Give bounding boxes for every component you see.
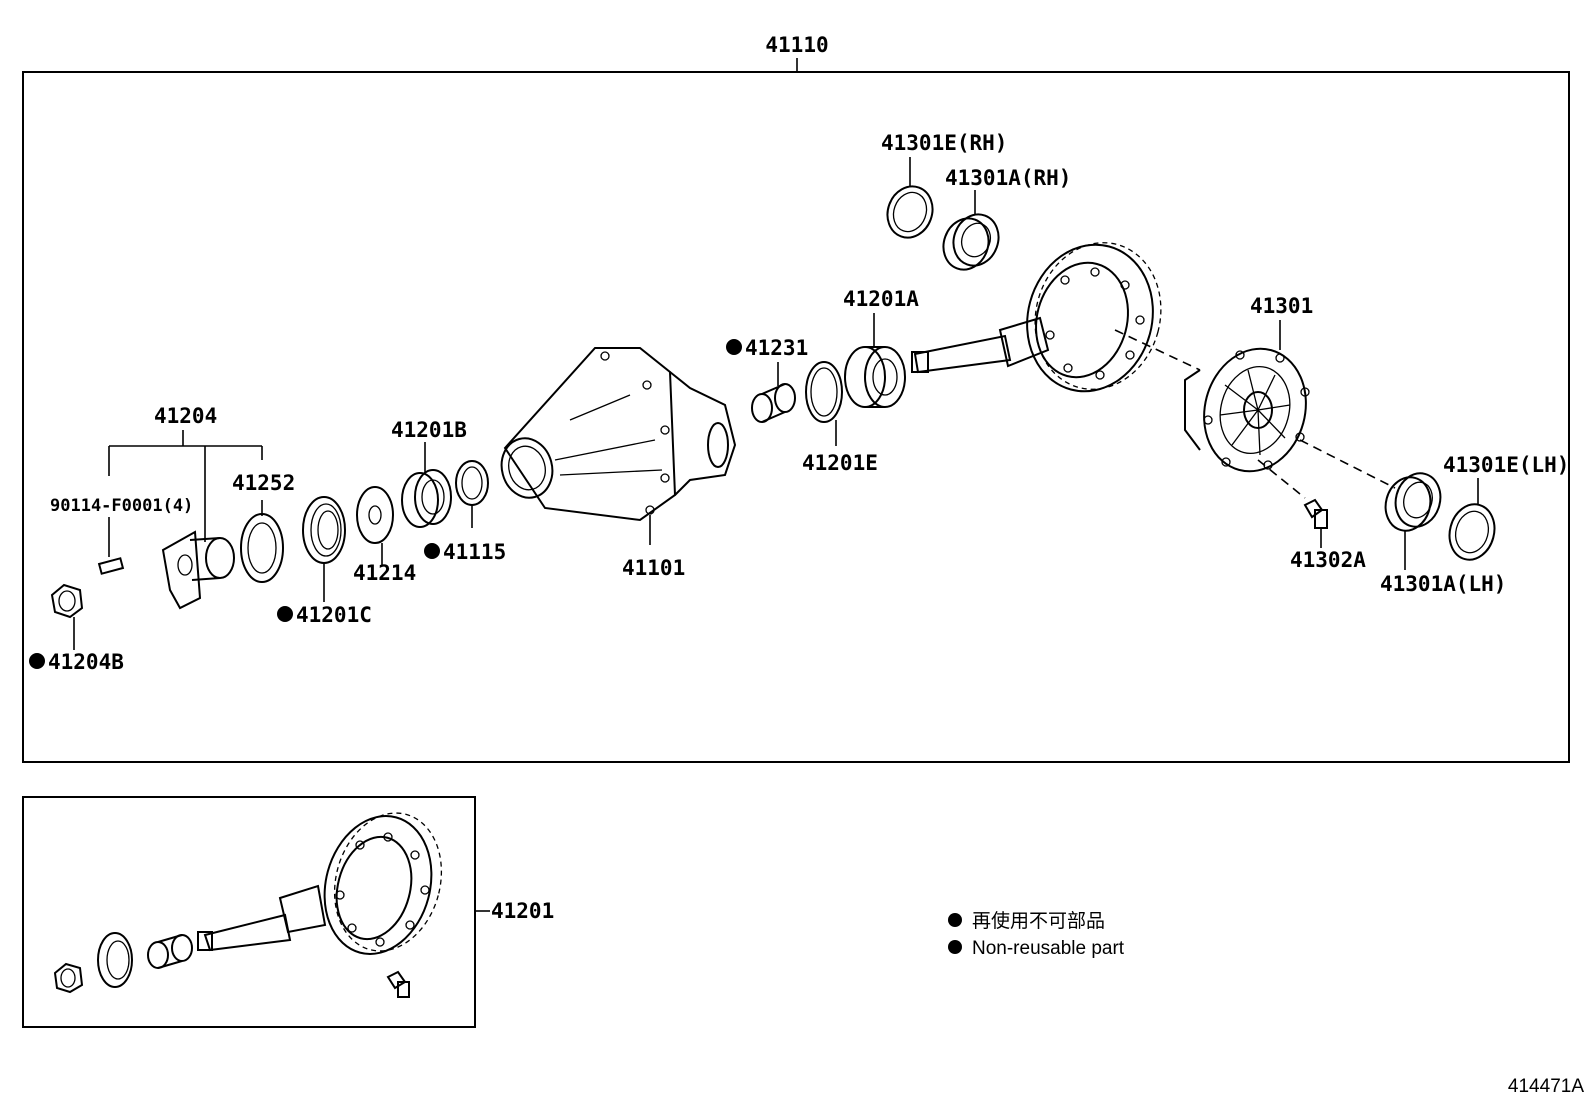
label-41101[interactable]: 41101 [622,556,685,580]
label-41231[interactable]: 41231 [745,336,808,360]
oil-seal-41115[interactable] [455,460,489,506]
label-41201A[interactable]: 41201A [843,287,919,311]
label-41201B[interactable]: 41201B [391,418,467,442]
race-41301E-lh[interactable] [1444,499,1501,564]
label-90114-F0001[interactable]: 90114-F0001(4) [50,496,193,516]
bearing-41301A-rh[interactable] [936,208,1005,276]
label-41301E-rh[interactable]: 41301E(RH) [881,131,1007,155]
legend-text-en: Non-reusable part [972,938,1125,959]
companion-flange-41204[interactable] [161,530,235,610]
stud-90114[interactable] [97,557,125,575]
non-reusable-marker [277,606,293,622]
label-41204B[interactable]: 41204B [48,650,124,674]
shim-41201E[interactable] [805,361,843,423]
ring-gear-pinion-set[interactable] [197,801,456,966]
differential-case-41301[interactable] [1184,337,1319,483]
label-41301A-rh[interactable]: 41301A(RH) [945,166,1071,190]
bearing-41201A[interactable] [844,346,906,408]
legend-marker-1 [948,913,962,927]
deflector-41252[interactable] [240,513,284,583]
label-41252[interactable]: 41252 [232,471,295,495]
bearing-41201B[interactable] [401,469,452,528]
label-41301E-lh[interactable]: 41301E(LH) [1443,453,1569,477]
bolt-small[interactable] [386,970,410,998]
ring-gear-pinion[interactable] [911,228,1177,405]
label-41201[interactable]: 41201 [491,899,554,923]
label-41201E[interactable]: 41201E [802,451,878,475]
label-41110[interactable]: 41110 [765,33,828,57]
label-41214[interactable]: 41214 [353,561,416,585]
race-small[interactable] [97,932,133,988]
label-41115[interactable]: 41115 [443,540,506,564]
label-41301[interactable]: 41301 [1250,294,1313,318]
nut-small[interactable] [53,962,84,994]
bolt-41302A[interactable] [1303,498,1328,529]
label-41204[interactable]: 41204 [154,404,217,428]
legend-text-jp: 再使用不可部品 [972,910,1105,932]
race-41201C[interactable] [302,496,346,564]
label-41301A-lh[interactable]: 41301A(LH) [1380,572,1506,596]
assembly-frame-41110 [22,71,1570,763]
washer-41214[interactable] [356,486,394,544]
non-reusable-marker [726,339,742,355]
spacer-41231[interactable] [751,383,796,423]
figure-id: 414471A [1508,1076,1584,1097]
assembly-frame-41201 [22,796,476,1028]
label-41302A[interactable]: 41302A [1290,548,1366,572]
race-41301E-rh[interactable] [880,180,939,244]
nut-41204B[interactable] [50,583,84,619]
spacer-small[interactable] [147,934,193,969]
bearing-41301A-lh[interactable] [1380,468,1446,536]
non-reusable-marker [29,653,45,669]
carrier-housing-41101[interactable] [495,347,737,522]
non-reusable-marker [424,543,440,559]
label-41201C[interactable]: 41201C [296,603,372,627]
legend-marker-2 [948,940,962,954]
